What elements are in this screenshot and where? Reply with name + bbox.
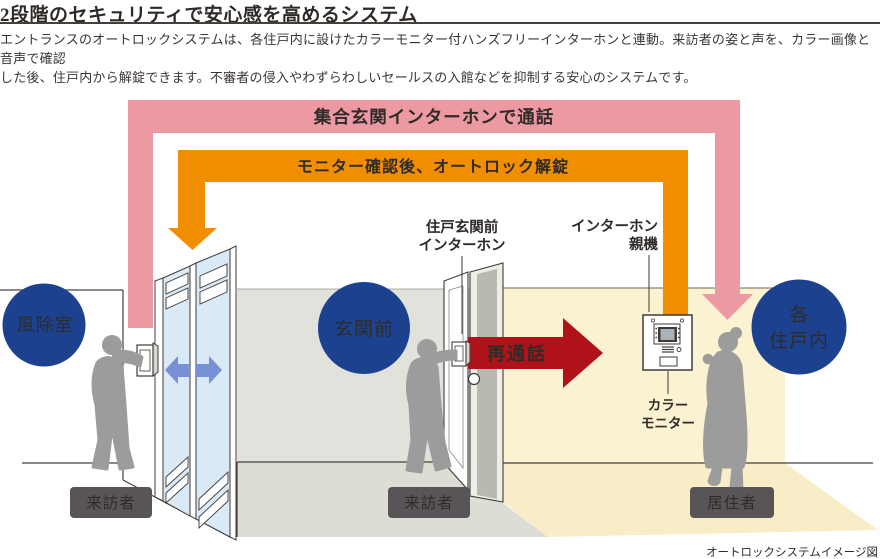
door-panel-inner-line (448, 285, 464, 470)
autolock-system-diagram: 集合玄関インターホンで通話 モニター確認後、オートロック解錠 再通話 風除室 玄… (0, 100, 878, 559)
entrance-front-zone-circle (318, 282, 410, 374)
visitor1-badge (70, 487, 152, 518)
dwelling-zone-circle (751, 279, 847, 375)
visitor2-badge (388, 487, 470, 518)
door-jamb-strip (477, 269, 497, 499)
description-line-1: エントランスのオートロックシステムは、各住戸内に設けたカラーモニター付ハンズフリ… (0, 32, 871, 66)
dwelling-entrance-door (443, 262, 504, 503)
monitor-side-buttons (655, 327, 680, 339)
pink-call-arrow (128, 100, 753, 328)
visitor1-silhouette (91, 335, 144, 471)
red-arrow-label: 再通話 (487, 343, 547, 364)
dwelling-zone-label-line2: 住戸内 (769, 330, 829, 352)
visitor1-badge-label: 来訪者 (86, 494, 136, 512)
door-post-right (229, 245, 237, 541)
door-knob (467, 372, 481, 386)
orange-unlock-arrow (168, 150, 688, 315)
resident-badge (690, 487, 774, 518)
diagram-caption: オートロックシステムイメージ図 (706, 546, 878, 559)
dwelling-zone-label-line1: 各 (789, 304, 808, 326)
person-badges: 来訪者 来訪者 居住者 (70, 487, 774, 518)
windbreak-intercom-side (152, 342, 159, 378)
resident-badge-label: 居住者 (707, 494, 757, 512)
color-monitor-label-line2: モニター (641, 416, 695, 431)
pink-arrow-label: 集合玄関インターホンで通話 (313, 107, 555, 127)
slide-left-arrow-icon (165, 356, 190, 384)
title-divider (0, 22, 880, 24)
master-unit-label-line2: 親機 (629, 235, 658, 253)
monitor-screen-inner (660, 329, 675, 340)
visitor2-badge-label: 来訪者 (404, 494, 454, 512)
entrance-front-zone-label: 玄関前 (334, 318, 394, 340)
transom-windows (165, 263, 228, 310)
visitor2-silhouette (405, 339, 458, 474)
windbreak-zone-circle (2, 283, 86, 367)
door-post-left (154, 277, 164, 502)
master-unit-screw (651, 318, 656, 323)
door-post-middle (189, 262, 197, 520)
slide-right-arrow-icon (196, 356, 222, 384)
talk-button (676, 347, 682, 352)
door-bottom-stripes (165, 455, 229, 530)
red-recall-arrow (468, 318, 603, 388)
windbreak-zone-label: 風除室 (17, 315, 74, 335)
zone-circles: 風除室 玄関前 各 住戸内 (2, 279, 847, 375)
sliding-glass-doors (154, 245, 237, 541)
door-intercom-label-line2: インターホン (419, 237, 506, 254)
color-monitor-label-line1: カラー (648, 398, 689, 413)
description-paragraph: エントランスのオートロックシステムは、各住戸内に設けたカラーモニター付ハンズフリ… (0, 30, 880, 87)
master-unit-screw (680, 318, 685, 323)
description-line-2: した後、住戸内から解錠できます。不審者の侵入やわずらわしいセールスの入館などを抑… (0, 70, 697, 85)
orange-arrow-label: モニター確認後、オートロック解錠 (297, 157, 569, 176)
doorfront-intercom-side (465, 340, 471, 368)
master-unit-label-line1: インターホン (571, 218, 658, 235)
speaker-lines (662, 346, 674, 353)
door-intercom-label-line1: 住戸玄関前 (426, 218, 499, 236)
windbreak-intercom-device (136, 342, 159, 378)
page-title: 2段階のセキュリティで安心感を高めるシステム (0, 5, 418, 26)
door-slide-arrows (165, 356, 222, 384)
master-unit-button (659, 356, 678, 367)
intercom-master-unit (642, 314, 693, 371)
